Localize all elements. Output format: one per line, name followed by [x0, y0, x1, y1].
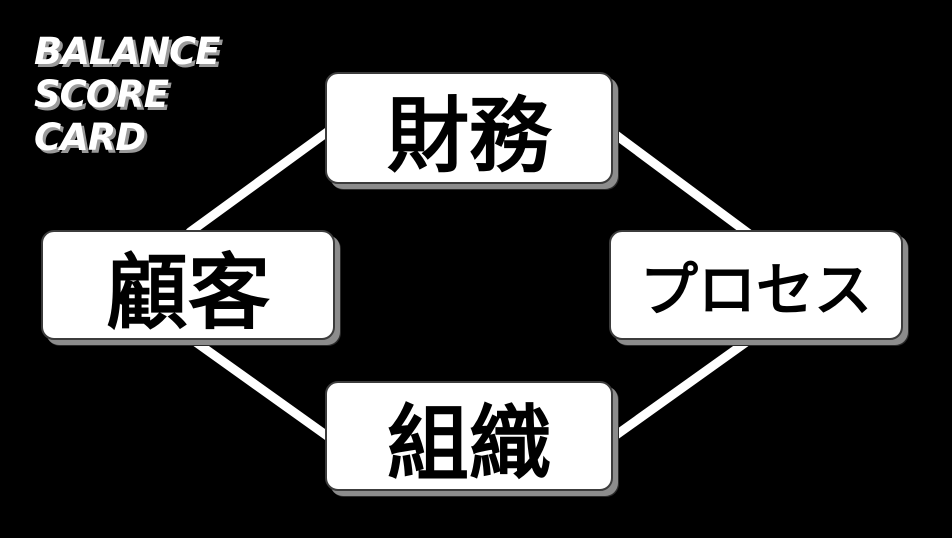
title-line-3: CARD: [34, 116, 146, 159]
title-line-2: SCORE: [34, 73, 169, 116]
connector-customer-organization: [185, 333, 335, 443]
node-organization: 組織: [325, 381, 613, 492]
connector-customer-finance: [185, 125, 335, 237]
title-line-1: BALANCE: [34, 30, 220, 73]
connector-finance-process: [607, 127, 757, 241]
node-process: プロセス: [609, 230, 903, 340]
diagram-title: BALANCE SCORE CARD: [34, 30, 220, 159]
node-finance: 財務: [325, 72, 613, 184]
connector-process-organization: [607, 333, 757, 443]
node-customer: 顧客: [41, 230, 335, 341]
